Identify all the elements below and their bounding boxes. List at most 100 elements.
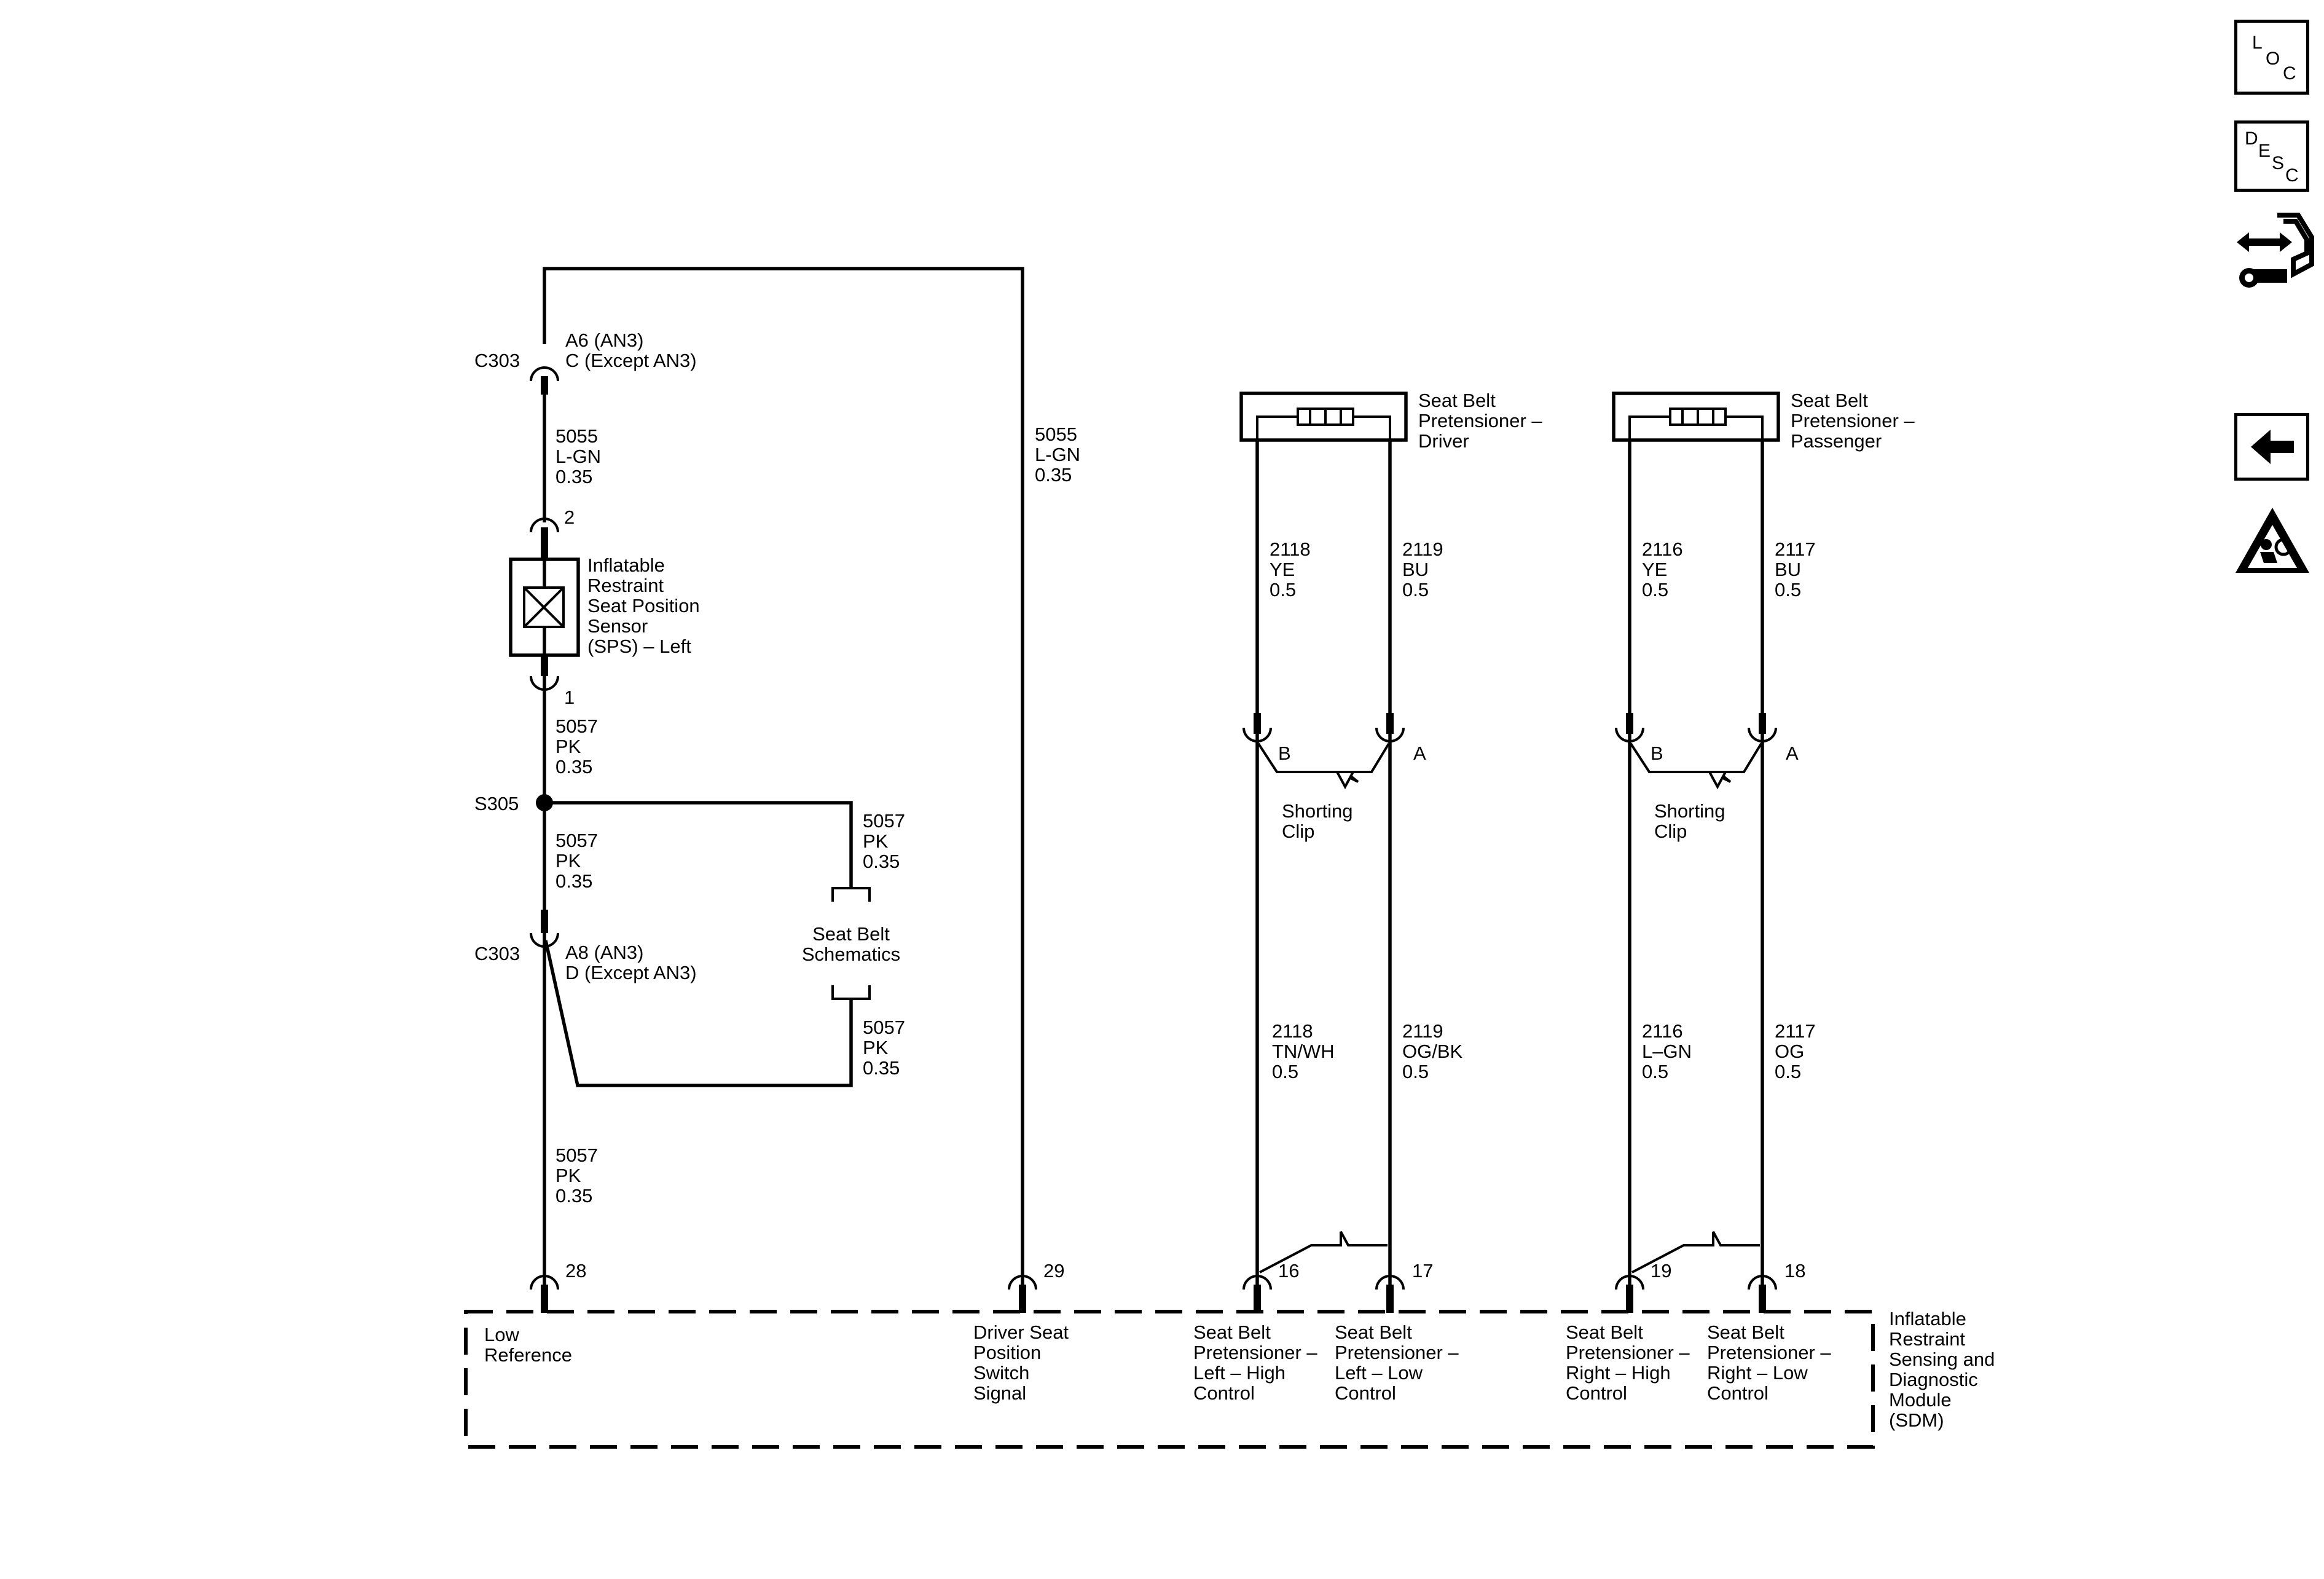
driver-component-line2: Pretensioner –: [1418, 410, 1542, 431]
right-low-line4: Control: [1707, 1382, 1769, 1404]
sdm-pin-29-terminal: [1008, 1275, 1037, 1290]
c303-lower-pin-line2: D (Except AN3): [565, 962, 697, 983]
airbag-warning-icon[interactable]: [2233, 504, 2312, 578]
c303-lower-pin-line1: A8 (AN3): [565, 942, 643, 963]
wire-5055-right-id: 5055: [1035, 423, 1077, 445]
sdm-pin-18-terminal: [1748, 1275, 1777, 1290]
driver-component-line1: Seat Belt: [1418, 390, 1496, 411]
c303-upper-label: C303: [474, 350, 520, 371]
sps-component-line4: Sensor: [587, 615, 648, 637]
passenger-pin-a-label: A: [1786, 742, 1799, 764]
sdm-name-line5: Module: [1889, 1389, 1952, 1411]
driver-wire-b-lower-color: TN/WH: [1272, 1041, 1335, 1062]
wire-5057-d-id: 5057: [863, 1017, 905, 1038]
right-high-line4: Control: [1566, 1382, 1627, 1404]
left-high-line3: Left – High: [1193, 1362, 1286, 1384]
left-high-line2: Pretensioner –: [1193, 1342, 1317, 1363]
wire-5055-upper-gauge: 0.35: [555, 466, 592, 487]
passenger-shorting-clip-line1: Shorting: [1654, 800, 1725, 822]
c303-upper-pin-line2: C (Except AN3): [565, 350, 697, 371]
sdm-name-line4: Diagnostic: [1889, 1369, 1978, 1390]
driver-wire-a-lower-color: OG/BK: [1402, 1041, 1463, 1062]
left-low-line2: Pretensioner –: [1335, 1342, 1459, 1363]
sdm-module: Inflatable Restraint Sensing and Diagnos…: [464, 1308, 1995, 1449]
driver-seat-position-line2: Position: [973, 1342, 1041, 1363]
schematics-bracket-bottom: [831, 985, 871, 1000]
driver-shorting-clip-arrow: [1335, 771, 1356, 790]
wire-5055-right-gauge: 0.35: [1035, 464, 1072, 486]
driver-wire-b-lower-id: 2118: [1272, 1020, 1313, 1042]
driver-wire-a-upper-gauge: 0.5: [1402, 579, 1429, 600]
sps-pin-2-terminal: [530, 518, 559, 533]
sps-component-line3: Seat Position: [587, 595, 700, 616]
driver-seat-position-line4: Signal: [973, 1382, 1026, 1404]
wire-5055-right-color: L-GN: [1035, 444, 1080, 465]
desc-button[interactable]: D E S C: [2234, 120, 2309, 192]
desc-letter-c: C: [2285, 165, 2299, 186]
driver-wire-b-lower-gauge: 0.5: [1272, 1061, 1298, 1082]
desc-letter-d: D: [2245, 128, 2258, 149]
sdm-pin-17-label: 17: [1412, 1260, 1433, 1282]
wire-5057-to-schematics: [544, 801, 853, 888]
sdm-pin-28-label: 28: [565, 1260, 586, 1282]
sdm-pin-19-terminal: [1615, 1275, 1644, 1290]
passenger-wire-b-lower-gauge: 0.5: [1642, 1061, 1668, 1082]
wire-5055-upper-id: 5055: [555, 425, 598, 447]
left-high-line1: Seat Belt: [1193, 1321, 1271, 1343]
wire-5057-b-color: PK: [555, 850, 581, 872]
passenger-component-line3: Passenger: [1791, 430, 1882, 452]
wire-5057-a-id: 5057: [555, 715, 598, 737]
left-low-line3: Left – Low: [1335, 1362, 1423, 1384]
driver-seat-position-line3: Switch: [973, 1362, 1029, 1384]
desc-letter-e: E: [2258, 141, 2271, 161]
driver-wire-a-lower-id: 2119: [1402, 1020, 1443, 1042]
left-low-line1: Seat Belt: [1335, 1321, 1412, 1343]
right-high-line3: Right – High: [1566, 1362, 1671, 1384]
sdm-pin-18-label: 18: [1784, 1260, 1805, 1282]
wire-5057-c-gauge: 0.35: [863, 851, 900, 872]
seat-belt-schematics-line1: Seat Belt: [812, 923, 890, 945]
driver-wire-a-lower-gauge: 0.5: [1402, 1061, 1429, 1082]
sdm-pin-19-label: 19: [1651, 1260, 1671, 1282]
wire-5055-loop: [543, 267, 1024, 774]
driver-shorting-clip-line2: Clip: [1282, 821, 1314, 842]
desc-letter-s: S: [2272, 153, 2285, 173]
passenger-component-line1: Seat Belt: [1791, 390, 1868, 411]
splice-s305-label: S305: [474, 793, 519, 814]
loc-letter-c: C: [2283, 63, 2296, 84]
driver-shorting-clip-line1: Shorting: [1282, 800, 1352, 822]
driver-wire-b-upper-id: 2118: [1270, 538, 1311, 560]
wire-5057-d-color: PK: [863, 1037, 889, 1058]
passenger-wire-a-lower-color: OG: [1775, 1041, 1804, 1062]
sdm-pin-16-terminal: [1242, 1275, 1272, 1290]
wire-5057-e-color: PK: [555, 1165, 581, 1186]
right-high-line2: Pretensioner –: [1566, 1342, 1690, 1363]
passenger-wire-a-lower-id: 2117: [1775, 1020, 1816, 1042]
driver-wire-b-upper-color: YE: [1270, 559, 1295, 580]
seat-position-sensor-circuit: C303 A6 (AN3) C (Except AN3) 5055 L-GN 0…: [474, 267, 1080, 1313]
right-low-line3: Right – Low: [1707, 1362, 1808, 1384]
loc-button[interactable]: L O C: [2234, 20, 2309, 95]
back-arrow-button[interactable]: [2234, 413, 2309, 481]
left-high-line4: Control: [1193, 1382, 1255, 1404]
schematics-bracket-top: [831, 887, 871, 902]
passenger-shorting-clip-line2: Clip: [1654, 821, 1687, 842]
right-low-line2: Pretensioner –: [1707, 1342, 1831, 1363]
right-high-line1: Seat Belt: [1566, 1321, 1643, 1343]
sdm-pin-29-label: 29: [1043, 1260, 1064, 1282]
passenger-pin-b-label: B: [1651, 742, 1663, 764]
back-arrow-icon: [2251, 430, 2294, 464]
c303-upper-terminal: [530, 366, 559, 382]
wire-5057-return: [544, 940, 853, 1087]
passenger-pretensioner-circuit: Seat Belt Pretensioner – Passenger 2116 …: [1612, 390, 1915, 1313]
sps-pin-2-label: 2: [564, 506, 575, 528]
passenger-shorting-clip-arrow: [1707, 771, 1728, 790]
sdm-name-line3: Sensing and: [1889, 1349, 1995, 1370]
wire-5057-c-id: 5057: [863, 810, 905, 832]
connector-end-view-icon[interactable]: [2234, 210, 2315, 296]
wire-5057-e-id: 5057: [555, 1144, 598, 1166]
passenger-wire-a-upper-color: BU: [1775, 559, 1801, 580]
driver-pretensioner-circuit: Seat Belt Pretensioner – Driver 2118 YE …: [1239, 390, 1542, 1313]
driver-wire-b-upper-gauge: 0.5: [1270, 579, 1296, 600]
